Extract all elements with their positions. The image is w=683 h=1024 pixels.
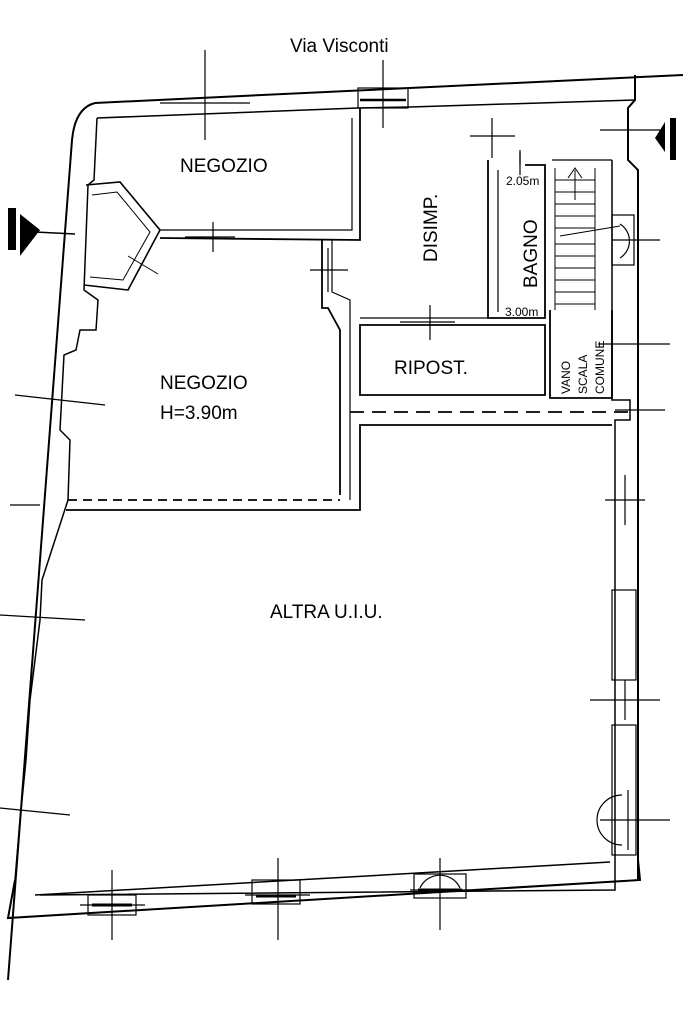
exterior-walls	[6, 74, 683, 981]
dimension-bagno-2: 3.00m	[505, 305, 538, 319]
bay-window	[83, 181, 161, 291]
vano-label-line1: VANO	[559, 361, 573, 394]
interior-walls	[66, 108, 630, 511]
room-label-negozio-top: NEGOZIO	[180, 156, 268, 177]
room-label-altra-uiu: ALTRA U.I.U.	[270, 602, 383, 623]
room-label-disimp: DISIMP.	[421, 194, 442, 262]
room-label-bagno: BAGNO	[521, 219, 542, 288]
room-label-negozio-main: NEGOZIO	[160, 373, 248, 394]
entrance-arrows	[8, 118, 676, 256]
room-label-ripost: RIPOST.	[394, 358, 468, 379]
vano-label-line2: SCALA	[576, 355, 590, 394]
room-height-label: H=3.90m	[160, 403, 238, 424]
street-label: Via Visconti	[290, 36, 389, 57]
stair-steps	[554, 167, 621, 310]
dimension-bagno-1: 2.05m	[506, 174, 539, 188]
window-marks	[0, 50, 670, 940]
vano-label-line3: COMUNE	[593, 341, 607, 394]
